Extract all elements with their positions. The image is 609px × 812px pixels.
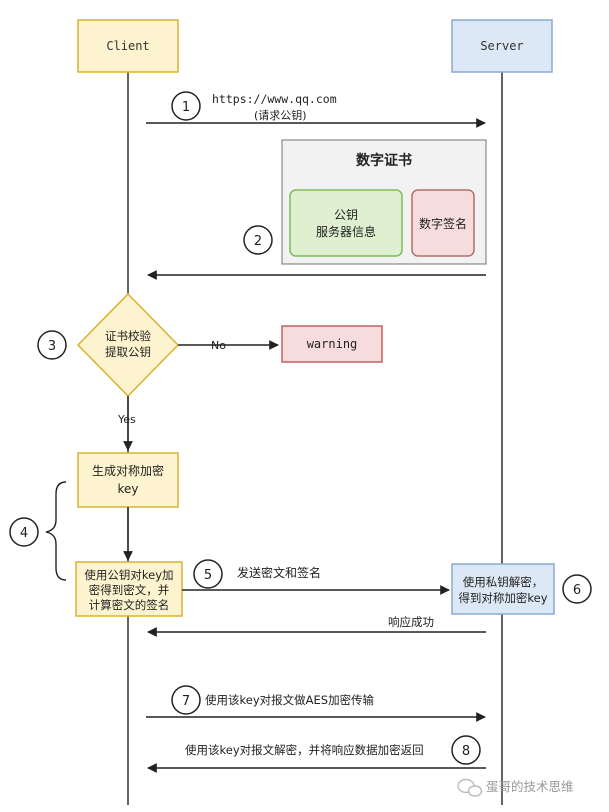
client-participant: Client [77, 19, 179, 73]
step-1-marker: 1 [171, 91, 201, 121]
verify-certificate-decision: 证书校验 提取公钥 [76, 292, 180, 398]
yes-label: Yes [117, 413, 136, 426]
certificate-public-key: 公钥 [334, 208, 358, 222]
step-5-number: 5 [204, 568, 212, 583]
step-5-marker: 5 [193, 559, 223, 589]
server-decrypt-box: 使用私钥解密， 得到对称加密key [451, 563, 555, 615]
step-8-number: 8 [462, 744, 470, 759]
server-decrypt-line-2: 得到对称加密key [458, 591, 547, 605]
decrypt-return-label: 使用该key对报文解密，并将响应数据加密返回 [185, 743, 424, 757]
watermark: 蛋哥的技术思维 [457, 778, 574, 797]
step-6-marker: 6 [562, 574, 592, 604]
wechat-icon [457, 778, 483, 797]
no-label: No [211, 339, 226, 352]
server-participant: Server [451, 19, 553, 73]
digital-certificate: 数字证书 公钥 服务器信息 数字签名 [281, 139, 487, 265]
encrypt-key-line-3: 计算密文的签名 [89, 598, 170, 612]
decision-line-2: 提取公钥 [105, 345, 151, 359]
certificate-title: 数字证书 [356, 152, 412, 169]
step-3-number: 3 [48, 339, 56, 354]
encrypt-key-line-2: 密得到密文，并 [89, 583, 170, 597]
warning-box: warning [281, 325, 383, 363]
response-ok-label: 响应成功 [388, 615, 434, 629]
step-3-marker: 3 [37, 330, 67, 360]
generate-key-line-1: 生成对称加密 [92, 463, 164, 478]
step-1-number: 1 [182, 100, 190, 115]
watermark-text: 蛋哥的技术思维 [486, 779, 574, 794]
step-8-marker: 8 [451, 735, 481, 765]
request-url-label: https://www.qq.com [212, 92, 337, 106]
step-6-number: 6 [573, 583, 581, 598]
client-label: Client [106, 39, 149, 53]
step-4-marker: 4 [9, 517, 39, 547]
server-label: Server [480, 39, 523, 53]
step-2-marker: 2 [243, 225, 273, 255]
generate-key-box: 生成对称加密 key [77, 452, 179, 508]
certificate-signature-box: 数字签名 [411, 189, 475, 257]
decision-line-1: 证书校验 [105, 329, 151, 343]
encrypt-key-box: 使用公钥对key加 密得到密文，并 计算密文的签名 [75, 561, 183, 617]
certificate-server-info: 服务器信息 [316, 224, 376, 239]
generate-key-line-2: key [117, 482, 138, 496]
step-7-marker: 7 [171, 685, 201, 715]
certificate-signature: 数字签名 [419, 216, 467, 231]
step-4-number: 4 [20, 526, 28, 541]
step-7-number: 7 [182, 694, 190, 709]
warning-label: warning [307, 337, 358, 351]
send-cipher-label: 发送密文和签名 [237, 565, 321, 580]
step-2-number: 2 [254, 234, 262, 249]
request-note-label: (请求公钥) [254, 108, 307, 122]
certificate-info-box: 公钥 服务器信息 [289, 189, 403, 257]
aes-transfer-label: 使用该key对报文做AES加密传输 [205, 693, 375, 707]
encrypt-key-line-1: 使用公钥对key加 [84, 568, 173, 582]
server-decrypt-line-1: 使用私钥解密， [463, 575, 544, 589]
step-4-brace [45, 481, 67, 581]
